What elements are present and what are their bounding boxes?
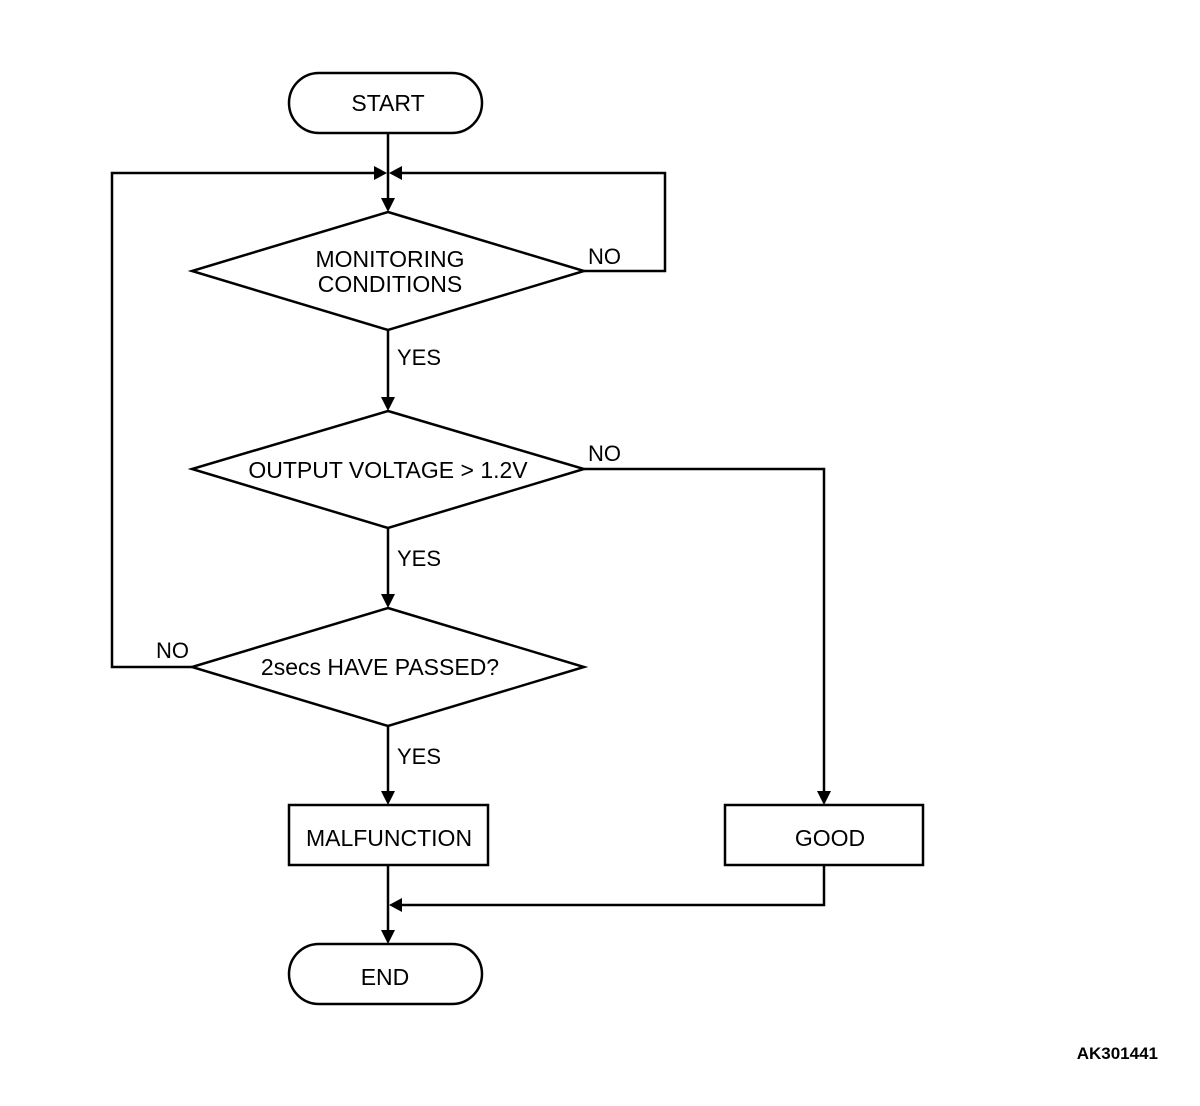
edge-label-monitoring-yes: YES xyxy=(397,345,441,370)
arrowhead-into-monitoring xyxy=(381,198,395,212)
connector-passed-no-loop xyxy=(110,171,376,669)
malfunction-box xyxy=(287,803,490,867)
edge-label-passed-no: NO xyxy=(156,638,189,663)
arrowhead-monitoring-no-loop xyxy=(389,166,402,180)
monitoring-label-line2: CONDITIONS xyxy=(318,271,462,297)
arrowhead-good-merge xyxy=(389,898,402,912)
arrowhead-into-malfunction xyxy=(381,791,395,805)
decision-output-voltage xyxy=(187,409,589,530)
edge-label-monitoring-no: NO xyxy=(588,244,621,269)
malfunction-label: MALFUNCTION xyxy=(306,825,472,851)
connector-voltage-no xyxy=(584,467,826,793)
figure-id: AK301441 xyxy=(1077,1044,1158,1063)
good-box xyxy=(723,803,925,867)
arrowhead-passed-no-loop xyxy=(374,166,387,180)
passed-label: 2secs HAVE PASSED? xyxy=(261,654,499,680)
start-label: START xyxy=(351,90,424,116)
edge-label-voltage-no: NO xyxy=(588,441,621,466)
connector-monitoring-no-loop xyxy=(400,171,667,273)
arrowhead-into-end xyxy=(381,930,395,944)
good-label: GOOD xyxy=(795,825,865,851)
end-label: END xyxy=(361,964,410,990)
edge-label-voltage-yes: YES xyxy=(397,546,441,571)
voltage-label: OUTPUT VOLTAGE > 1.2V xyxy=(248,457,528,483)
decision-2secs-passed xyxy=(187,606,589,728)
arrowhead-into-good xyxy=(817,791,831,805)
arrowhead-into-voltage xyxy=(381,397,395,411)
start-terminal xyxy=(287,71,484,135)
end-terminal xyxy=(287,942,484,1006)
edge-label-passed-yes: YES xyxy=(397,744,441,769)
decision-monitoring-conditions xyxy=(187,210,589,332)
arrowhead-into-passed xyxy=(381,594,395,608)
monitoring-label-line1: MONITORING xyxy=(315,246,464,272)
connector-good-to-merge xyxy=(400,865,826,907)
